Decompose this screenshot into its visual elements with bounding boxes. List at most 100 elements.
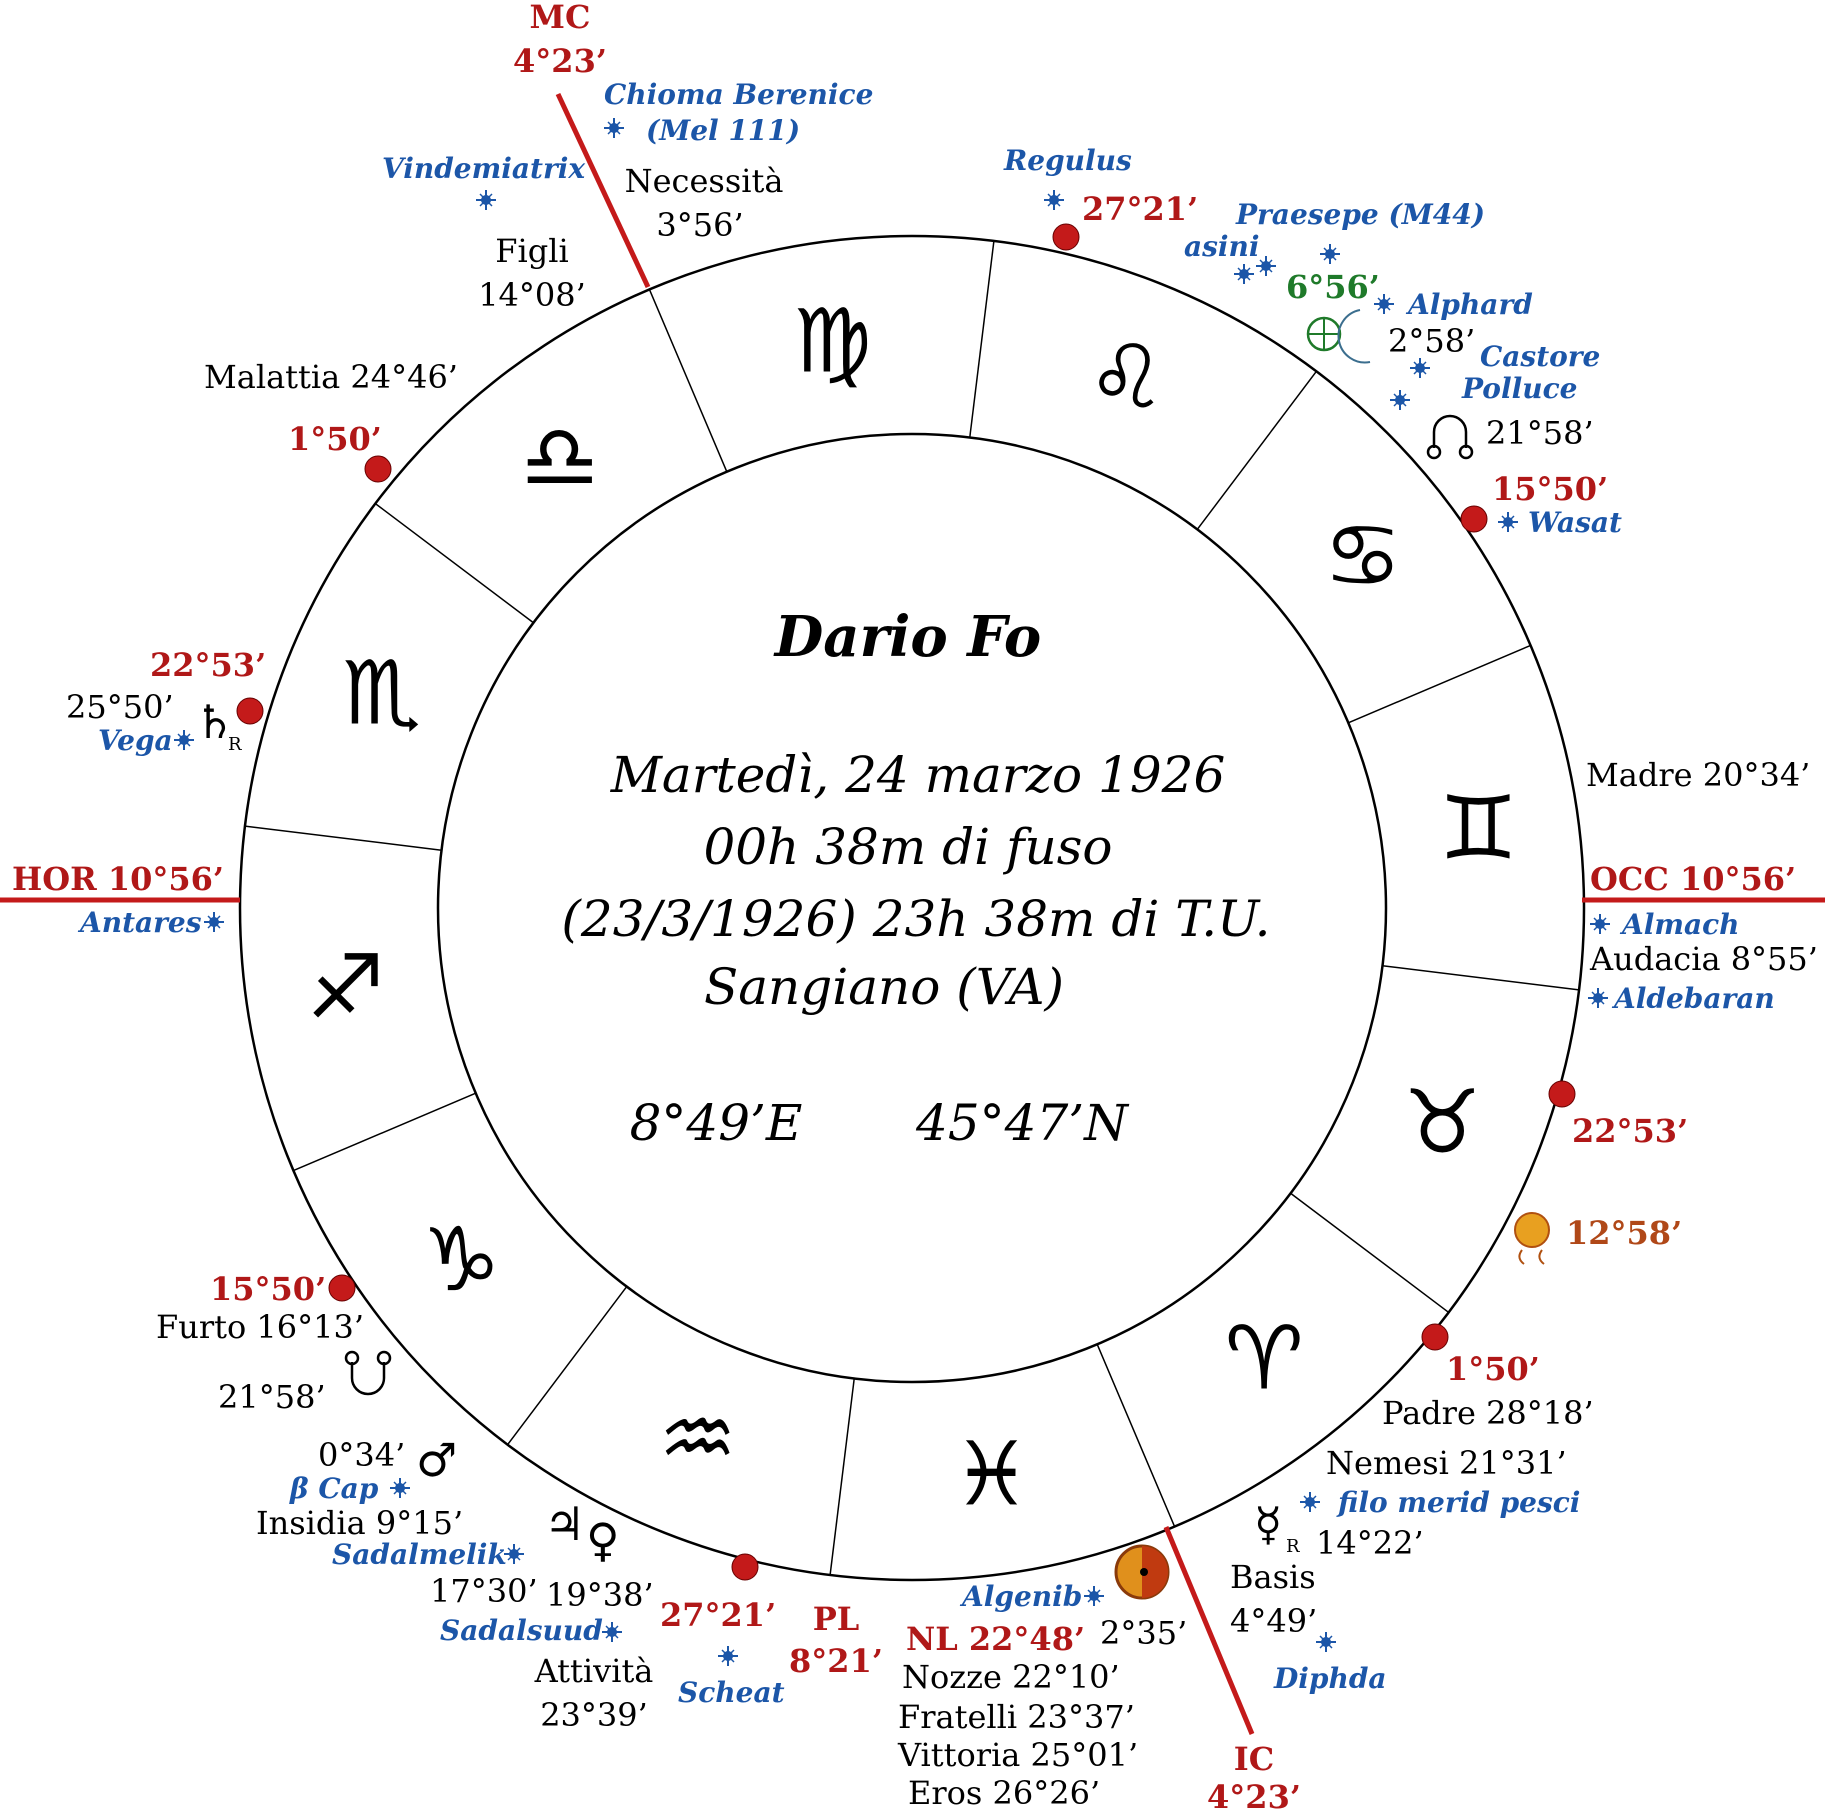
inner-ring <box>436 432 1388 1384</box>
sun-icon <box>1514 1212 1550 1248</box>
star-chioma-mel: (Mel 111) <box>646 114 800 147</box>
star-almach: Almach <box>1619 908 1740 941</box>
saturn-icon: ♄ <box>194 695 235 749</box>
star-antares: Antares <box>77 906 202 939</box>
part-nozze: Nozze 22°10’ <box>902 1658 1120 1696</box>
sign-divider-line <box>1096 1344 1176 1527</box>
gemini-sign-icon: ♊ <box>1439 776 1518 879</box>
star-alphard: Alphard <box>1405 288 1533 321</box>
capricorn-sign-icon: ♑ <box>422 1208 501 1311</box>
part-malattia: Malattia 24°46’ <box>204 358 458 396</box>
venus-degree: 19°38’ <box>546 1576 654 1614</box>
sign-divider-line <box>1196 370 1318 530</box>
part-furto: Furto 16°13’ <box>156 1308 364 1346</box>
mc-degree: 4°23’ <box>513 42 607 80</box>
star-sadalsuud: Sadalsuud <box>440 1614 603 1647</box>
ic-label: IC <box>1234 1740 1274 1778</box>
sign-divider-line <box>1348 644 1531 724</box>
mc-label: MC <box>530 0 591 36</box>
info-line-ut: (23/3/1926) 23h 38m di T.U. <box>561 890 1270 948</box>
chart-title: Dario Fo <box>773 604 1042 670</box>
cusp-label-1-50-left: 1°50’ <box>288 420 382 458</box>
moon-degree: 2°58’ <box>1388 322 1475 360</box>
star-vega: Vega <box>98 724 173 757</box>
moon-icon <box>1337 309 1371 364</box>
star-sadalmelik: Sadalmelik <box>332 1538 507 1571</box>
info-line-place: Sangiano (VA) <box>704 958 1064 1016</box>
part-attivita-degree: 23°39’ <box>540 1696 648 1734</box>
part-necessita-degree: 3°56’ <box>656 206 743 244</box>
cusp-dot-bottom-left <box>731 1553 759 1581</box>
outer-ring <box>238 234 1586 1582</box>
occ-label: OCC 10°56’ <box>1590 860 1796 898</box>
star-aldebaran: Aldebaran <box>1611 982 1775 1015</box>
star-icon <box>1315 1631 1337 1653</box>
mercury-degree: 14°22’ <box>1316 1524 1424 1562</box>
uranus-icon-half <box>1142 1546 1168 1598</box>
star-icon <box>1043 189 1065 211</box>
cusp-dot-right-lower <box>1548 1080 1576 1108</box>
sign-divider-line <box>1382 965 1580 991</box>
cusp-dot-top-right <box>1052 223 1080 251</box>
cusp-label-22-53-left: 22°53’ <box>150 646 266 684</box>
saturn-degree: 25°50’ <box>66 688 174 726</box>
star-regulus: Regulus <box>1003 144 1132 177</box>
cusp-label-1-50-right: 1°50’ <box>1446 1350 1540 1388</box>
star-icon <box>603 117 625 139</box>
sign-divider-line <box>829 1378 855 1576</box>
aries-sign-icon: ♈ <box>1225 1307 1304 1410</box>
uranus-degree: 2°35’ <box>1100 1614 1187 1652</box>
star-diphda: Diphda <box>1273 1662 1387 1695</box>
cusp-label-15-50-left: 15°50’ <box>210 1270 326 1308</box>
star-icon <box>173 729 195 751</box>
sun-icon-rays <box>1518 1249 1545 1265</box>
star-icon <box>1299 1491 1321 1513</box>
saturn-retro-label: R <box>228 734 242 755</box>
star-icon <box>1389 389 1411 411</box>
new-moon-label: NL 22°48’ <box>906 1620 1085 1658</box>
star-vindemiatrix: Vindemiatrix <box>382 152 585 185</box>
aquarius-sign-icon: ♒ <box>658 1386 737 1489</box>
part-audacia: Audacia 8°55’ <box>1589 940 1818 978</box>
full-moon-degree: 8°21’ <box>789 1642 883 1680</box>
cusp-dot-right-upper <box>1460 505 1488 533</box>
south-node-degree: 21°58’ <box>218 1378 326 1416</box>
ic-degree: 4°23’ <box>1207 1778 1301 1816</box>
star-icon <box>475 189 497 211</box>
mc-axis-line <box>555 92 651 289</box>
cusp-dot-left-lower <box>328 1274 356 1302</box>
part-basis-label: Basis <box>1230 1558 1316 1596</box>
sign-divider-line <box>969 240 995 438</box>
part-necessita-label: Necessità <box>625 162 784 200</box>
part-attivita-label: Attività <box>534 1652 654 1690</box>
sun-degree: 12°58’ <box>1566 1214 1682 1252</box>
longitude-label: 8°49’E <box>630 1094 803 1152</box>
sign-divider-line <box>244 825 442 851</box>
cusp-dot-top-left <box>364 455 392 483</box>
south-node-icon <box>344 1350 392 1396</box>
star-beta-cap: β Cap <box>289 1472 379 1505</box>
jupiter-degree: 17°30’ <box>430 1572 538 1610</box>
part-figli-degree: 14°08’ <box>478 276 586 314</box>
star-icon <box>503 1543 525 1565</box>
star-icon <box>717 1645 739 1667</box>
info-line-zone: 00h 38m di fuso <box>703 818 1112 876</box>
star-icon <box>1497 511 1519 533</box>
star-icon <box>1233 263 1255 285</box>
sign-divider-line <box>1290 1192 1450 1314</box>
part-figli-label: Figli <box>495 232 568 270</box>
cusp-label-22-53-right: 22°53’ <box>1572 1112 1688 1150</box>
north-node-icon <box>1426 414 1474 460</box>
taurus-sign-icon: ♉ <box>1403 1070 1482 1173</box>
virgo-sign-icon: ♍ <box>793 290 872 393</box>
mars-icon: ♂ <box>416 1433 457 1487</box>
mercury-icon: ☿ <box>1254 1497 1282 1551</box>
full-moon-label: PL <box>813 1600 860 1638</box>
part-of-fortune-degree: 6°56’ <box>1286 268 1380 306</box>
cusp-label-15-50-right: 15°50’ <box>1492 470 1608 508</box>
part-eros: Eros 26°26’ <box>908 1774 1100 1812</box>
north-node-degree: 21°58’ <box>1486 414 1594 452</box>
sign-divider-line <box>506 1286 628 1446</box>
star-icon <box>1589 913 1611 935</box>
